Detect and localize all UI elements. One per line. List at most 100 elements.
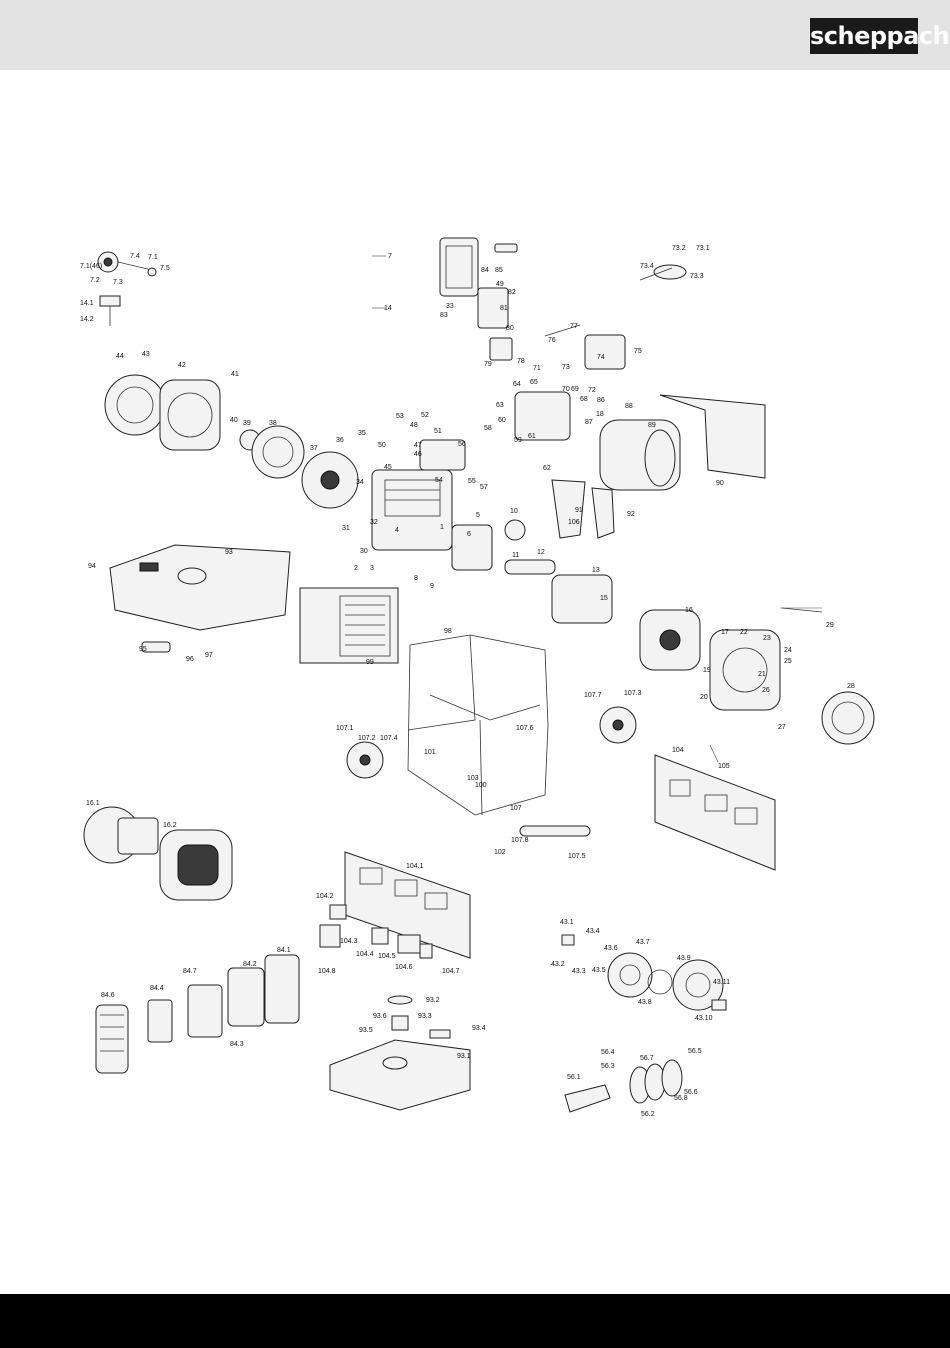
part-label: 84.7 [183, 968, 197, 975]
part-label: 54 [435, 477, 443, 484]
part-label: 43.4 [586, 928, 600, 935]
part-label: 104.7 [442, 968, 460, 975]
part-label: 107.6 [516, 725, 534, 732]
part-label: 14 [384, 305, 392, 312]
part-label: 93.5 [359, 1027, 373, 1034]
part-label: 73.3 [690, 273, 704, 280]
part-label: 30 [360, 548, 368, 555]
part-label: 82 [508, 289, 516, 296]
part-label: 88 [625, 403, 633, 410]
part-label: 104.5 [378, 953, 396, 960]
control-panel [654, 754, 776, 871]
part-label: 1 [440, 524, 444, 531]
part-label: 23 [763, 635, 771, 642]
part-label: 43.7 [636, 939, 650, 946]
part-label: 73.2 [672, 245, 686, 252]
part-label: 14.2 [80, 316, 94, 323]
part-label: 75 [634, 348, 642, 355]
part-label: 8 [414, 575, 418, 582]
part-label: 85 [495, 267, 503, 274]
part-label: 43.10 [695, 1015, 713, 1022]
part-label: 17 [721, 629, 729, 636]
part-label: 84.3 [230, 1041, 244, 1048]
part-label: 13 [592, 567, 600, 574]
part-label: 43.1 [560, 919, 574, 926]
air-filter-housing [439, 237, 518, 361]
cylinder-head [514, 324, 626, 441]
part-label: 103 [467, 775, 479, 782]
part-label: 44 [116, 353, 124, 360]
part-label: 93.6 [373, 1013, 387, 1020]
part-label: 43.2 [551, 961, 565, 968]
part-label: 43.9 [677, 955, 691, 962]
part-label: 49 [496, 281, 504, 288]
part-label: 107.1 [336, 725, 354, 732]
part-label: 105 [718, 763, 730, 770]
part-label: 83 [440, 312, 448, 319]
part-label: 59 [514, 437, 522, 444]
part-label: 24 [784, 647, 792, 654]
flywheel [239, 425, 359, 509]
part-label: 21 [758, 671, 766, 678]
part-label: 104 [672, 747, 684, 754]
part-label: 7.3 [113, 279, 123, 286]
part-label: 18 [596, 411, 604, 418]
part-label: 33 [446, 303, 454, 310]
part-label: 99 [366, 659, 374, 666]
part-label: 10 [510, 508, 518, 515]
part-label: 101 [424, 749, 436, 756]
part-label: 51 [434, 428, 442, 435]
part-label: 91 [575, 507, 583, 514]
part-label: 95 [139, 646, 147, 653]
part-label: 47 [414, 442, 422, 449]
piston-assembly [564, 1059, 683, 1113]
part-label: 69 [571, 386, 579, 393]
part-label: 96 [186, 656, 194, 663]
part-labels: 7 7.1(46) 7.2 7.3 7.4 7.1 7.5 14 14.1 14… [80, 245, 855, 1118]
part-label: 81 [500, 305, 508, 312]
part-label: 92 [627, 511, 635, 518]
fuel-valve [141, 641, 171, 653]
part-label: 27 [778, 724, 786, 731]
part-label: 15 [600, 595, 608, 602]
part-label: 19 [703, 667, 711, 674]
part-label: 84.6 [101, 992, 115, 999]
part-label: 45 [384, 464, 392, 471]
part-label: 7.1 [148, 254, 158, 261]
fuel-tank [109, 544, 291, 631]
part-label: 107.7 [584, 692, 602, 699]
part-label: 68 [580, 396, 588, 403]
part-label: 104.2 [316, 893, 334, 900]
part-label: 93.3 [418, 1013, 432, 1020]
part-label: 73.4 [640, 263, 654, 270]
part-label: 4 [395, 527, 399, 534]
part-label: 43.11 [713, 979, 730, 986]
part-label: 43.3 [572, 968, 586, 975]
part-label: 84.4 [150, 985, 164, 992]
part-label: 72 [588, 387, 596, 394]
heat-shield [551, 479, 615, 539]
part-label: 64 [513, 381, 521, 388]
part-label: 7 [388, 253, 392, 260]
part-label: 34 [356, 479, 364, 486]
page-footer [0, 1294, 950, 1348]
part-label: 56.5 [688, 1048, 702, 1055]
part-label: 41 [231, 371, 239, 378]
part-label: 77 [570, 323, 578, 330]
part-label: 2 [354, 565, 358, 572]
recoil-pulley-assembly [97, 251, 157, 326]
part-label: 73.1 [696, 245, 710, 252]
part-label: 56 [458, 441, 466, 448]
part-label: 43.8 [638, 999, 652, 1006]
part-label: 50 [378, 442, 386, 449]
part-label: 93.1 [457, 1053, 471, 1060]
part-label: 42 [178, 362, 186, 369]
part-label: 26 [762, 687, 770, 694]
part-label: 3 [370, 565, 374, 572]
part-label: 11 [512, 552, 519, 559]
part-label: 56.3 [601, 1063, 615, 1070]
part-label: 16.2 [163, 822, 177, 829]
part-label: 84.1 [277, 947, 291, 954]
page-header [0, 0, 950, 70]
muffler [599, 394, 766, 491]
